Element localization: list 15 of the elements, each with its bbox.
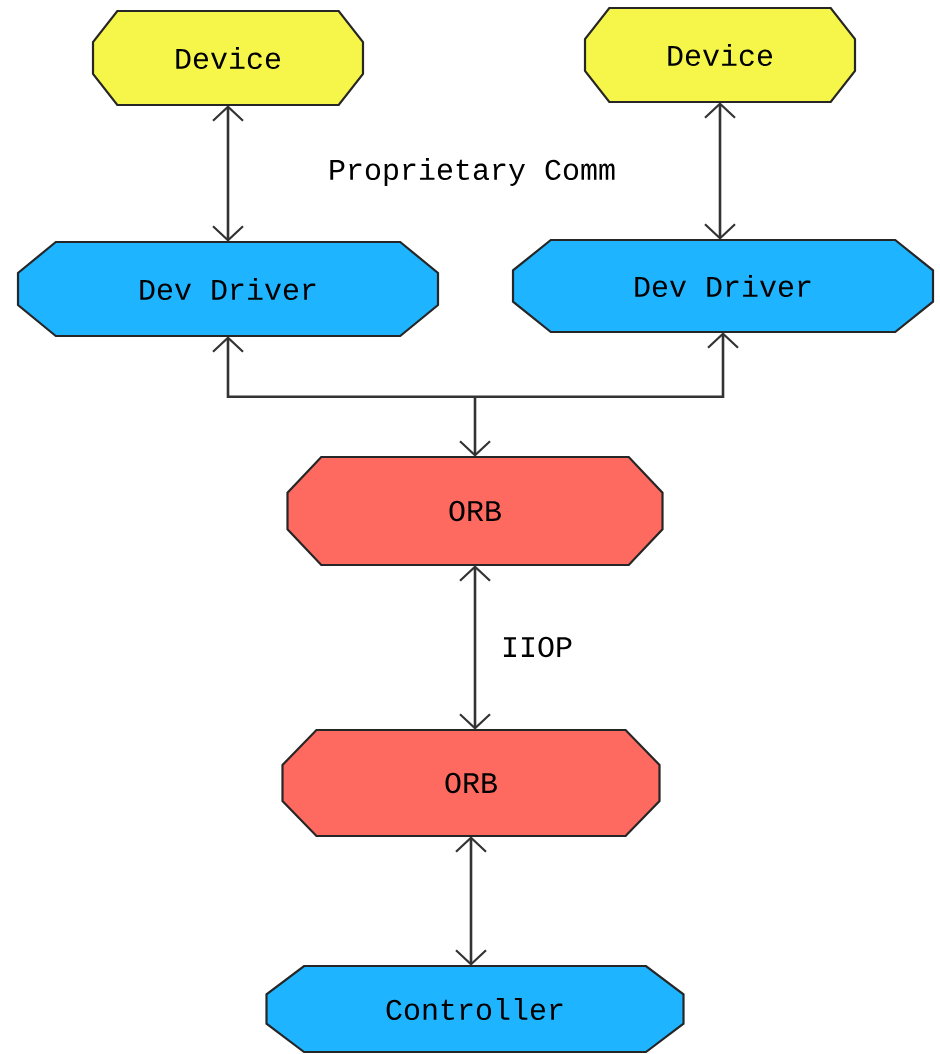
arrow — [704, 102, 736, 240]
arrow — [212, 336, 475, 399]
annotation-text: Proprietary Comm — [330, 158, 615, 186]
edge-label: IIOP — [503, 636, 572, 658]
process-octagon: Controller — [265, 964, 685, 1054]
process-octagon: Device — [91, 9, 365, 107]
process-octagon: Dev Driver — [511, 238, 935, 334]
arrow — [459, 565, 491, 730]
arrow — [475, 332, 739, 399]
process-octagon: Device — [583, 6, 857, 104]
arrow — [212, 105, 244, 242]
process-octagon: Dev Driver — [16, 240, 440, 338]
process-octagon: ORB — [281, 728, 661, 838]
process-octagon: ORB — [286, 455, 664, 567]
arrow — [455, 836, 487, 966]
